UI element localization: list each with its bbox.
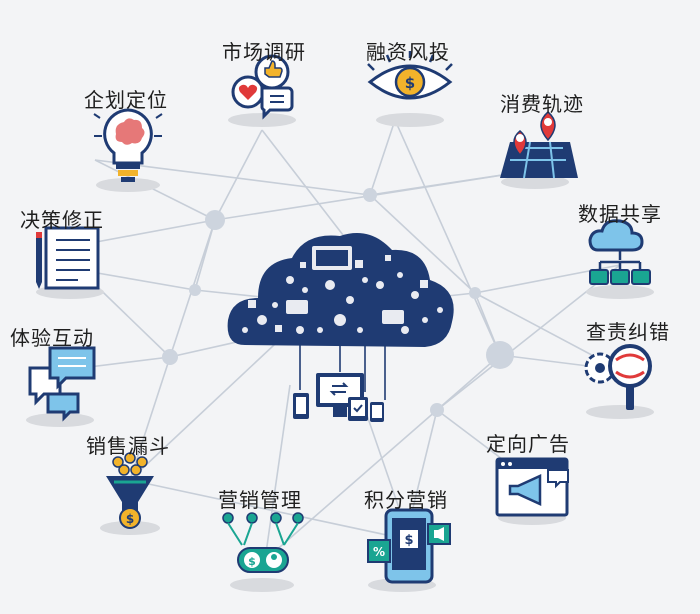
document-pen-icon: [36, 226, 100, 290]
svg-text:$: $: [126, 512, 134, 526]
chat-bubbles-icon: [28, 346, 96, 422]
svg-text:$: $: [405, 74, 415, 92]
map-pins-icon: [500, 111, 578, 179]
svg-text:$: $: [404, 533, 413, 548]
tree-dollar-user-icon: $: [222, 512, 304, 573]
label-marketing-mgmt: 营销管理: [218, 488, 302, 512]
chat-like-heart-icon: [231, 54, 294, 120]
label-points-marketing: 积分营销: [364, 488, 448, 512]
label-sales-funnel: 销售漏斗: [86, 434, 170, 458]
label-planning: 企划定位: [84, 88, 168, 112]
label-targeted-ads: 定向广告: [486, 432, 570, 456]
label-market-research: 市场调研: [222, 40, 306, 64]
eye-dollar-icon: $: [367, 51, 453, 100]
phone-dollar-icon: $ %: [367, 508, 451, 584]
label-consumer-tracking: 消费轨迹: [500, 92, 584, 116]
svg-text:$: $: [248, 555, 256, 568]
cloud-network-icon: [588, 219, 651, 285]
label-decision: 决策修正: [20, 208, 104, 232]
svg-text:%: %: [373, 545, 385, 559]
gear-magnifier-icon: [584, 344, 652, 410]
label-financing: 融资风投: [366, 40, 450, 64]
browser-megaphone-icon: [495, 457, 569, 517]
label-inspection: 查责纠错: [586, 320, 670, 344]
label-data-sharing: 数据共享: [578, 202, 662, 226]
funnel-coins-icon: $: [106, 452, 154, 529]
lightbulb-brain-icon: [93, 108, 163, 182]
label-experience: 体验互动: [10, 326, 94, 350]
cloud-devices-icon: [227, 233, 454, 422]
